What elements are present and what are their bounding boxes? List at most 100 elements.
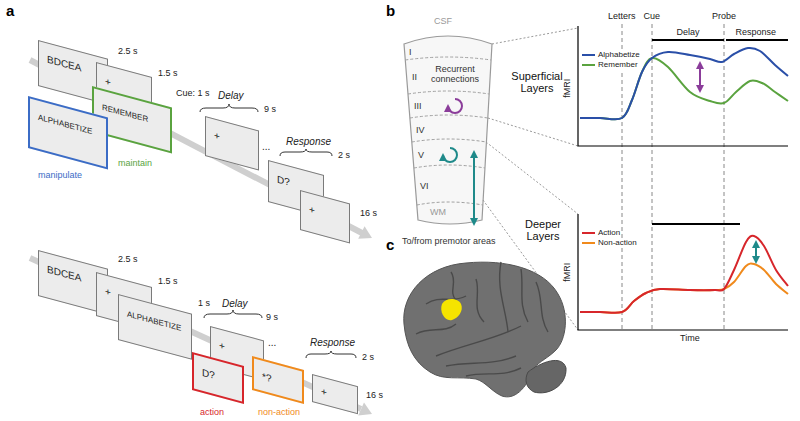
- annotation-label: WM: [430, 207, 446, 217]
- annotation-label: 1.5 s: [158, 68, 178, 78]
- legend-item: Non-action: [582, 238, 638, 248]
- action-curve: [580, 236, 788, 313]
- slide-text: D?: [277, 173, 290, 188]
- slide-text: +: [219, 339, 225, 352]
- legend-line: [582, 242, 595, 244]
- annotation-label: manipulate: [38, 170, 82, 180]
- legend-line-sample: [582, 60, 595, 70]
- legend-text: Non-action: [597, 238, 638, 248]
- annotation-label: fMRI: [562, 263, 572, 282]
- panel-letter: c: [386, 236, 394, 253]
- legend-item: Action: [582, 228, 621, 238]
- sulcus: [446, 356, 516, 366]
- layer-line: [405, 57, 491, 60]
- sulcus: [416, 324, 456, 334]
- annotation-label: maintain: [118, 158, 152, 168]
- annotation-label: Probe: [712, 11, 736, 21]
- column-outline: [404, 36, 492, 224]
- annotation-label: Superficial Layers: [505, 70, 569, 94]
- legend-text: Alphabetize: [597, 50, 641, 60]
- event-line: [724, 24, 725, 330]
- annotation-label: 2.5 s: [118, 254, 138, 264]
- annotation-label: IV: [416, 125, 425, 135]
- layer-boundaries: [405, 57, 491, 205]
- legend-item: Remember: [582, 60, 639, 70]
- legend-item: Alphabetize: [582, 50, 641, 60]
- sulcus: [521, 269, 528, 322]
- timeline-head: [358, 403, 372, 416]
- annotation-label: 2 s: [338, 150, 350, 160]
- annotation-label: Time: [680, 333, 700, 343]
- annotation-label: action: [200, 407, 224, 417]
- activation-blob: [441, 299, 462, 320]
- annotation-label: 1 s: [198, 298, 210, 308]
- timeline-head: [358, 226, 372, 238]
- legend-text: Action: [597, 228, 621, 238]
- annotation-label: 9 s: [264, 104, 276, 114]
- layer-line: [410, 115, 488, 118]
- delay-brace: [204, 310, 262, 318]
- sulcus: [466, 368, 521, 376]
- remember-curve: [580, 58, 788, 119]
- panel-letter: b: [386, 2, 395, 19]
- task-slide: ALPHABETIZE: [118, 294, 192, 360]
- deep-loop-arrow: [443, 148, 457, 162]
- legend-line: [582, 54, 595, 56]
- annotation-label: Delay: [677, 27, 700, 37]
- layer-line: [408, 91, 489, 94]
- time-plots: [578, 24, 788, 330]
- guide-line: [486, 142, 578, 214]
- annotation-label: V: [418, 150, 424, 160]
- slide-text: +: [321, 385, 327, 398]
- annotation-label: ...: [262, 141, 270, 153]
- legend-line: [582, 232, 595, 234]
- annotation-label: To/from premotor areas: [402, 236, 496, 246]
- response-brace: [280, 149, 332, 156]
- plot-axes: [578, 26, 788, 146]
- annotation-label: II: [412, 72, 417, 82]
- legend-line: [582, 64, 595, 66]
- annotation-label: 16 s: [366, 390, 383, 400]
- annotation-label: Delay: [222, 298, 248, 310]
- slide-text: *?: [262, 371, 271, 385]
- annotation-label: Recurrent connections: [424, 64, 486, 84]
- annotation-label: 16 s: [360, 208, 377, 218]
- legend-line-sample: [582, 228, 595, 238]
- recurrent-arrow: [448, 99, 462, 113]
- annotation-label: Response: [286, 136, 331, 148]
- premotor-arrow: [473, 152, 475, 224]
- annotation-label: Cue: [644, 11, 661, 21]
- cerebellum: [526, 360, 566, 392]
- task-slide: +: [300, 190, 350, 243]
- response-brace: [306, 351, 356, 358]
- slide-text: BDCEA: [47, 263, 81, 284]
- annotation-label: Deeper Layers: [520, 218, 566, 242]
- slide-text: REMEMBER: [102, 103, 148, 125]
- annotation-label: 2.5 s: [118, 46, 138, 56]
- annotation-label: Response: [736, 27, 777, 37]
- sulcus: [536, 282, 548, 332]
- sulcus: [451, 272, 456, 300]
- panel-letter: a: [6, 2, 14, 19]
- annotation-label: 2 s: [362, 352, 374, 362]
- annotation-label: VI: [420, 181, 429, 191]
- slide-text: D?: [202, 367, 215, 382]
- delay-brace: [200, 104, 258, 112]
- plot-axes: [578, 214, 788, 330]
- annotation-label: fMRI: [562, 79, 572, 98]
- annotation-label: 1.5 s: [158, 276, 178, 286]
- layer-line: [417, 202, 483, 205]
- brain-illustration: [404, 262, 566, 397]
- slide-text: ALPHABETIZE: [38, 113, 92, 137]
- slide-text: +: [105, 75, 111, 88]
- guide-line: [488, 118, 578, 146]
- period-bar: [652, 223, 740, 225]
- layer-line: [412, 139, 487, 142]
- annotation-label: Letters: [608, 11, 636, 21]
- legend-text: Remember: [597, 60, 639, 70]
- annotation-label: CSF: [434, 16, 452, 26]
- period-bar: [652, 39, 724, 41]
- alphabetize-curve: [580, 48, 788, 119]
